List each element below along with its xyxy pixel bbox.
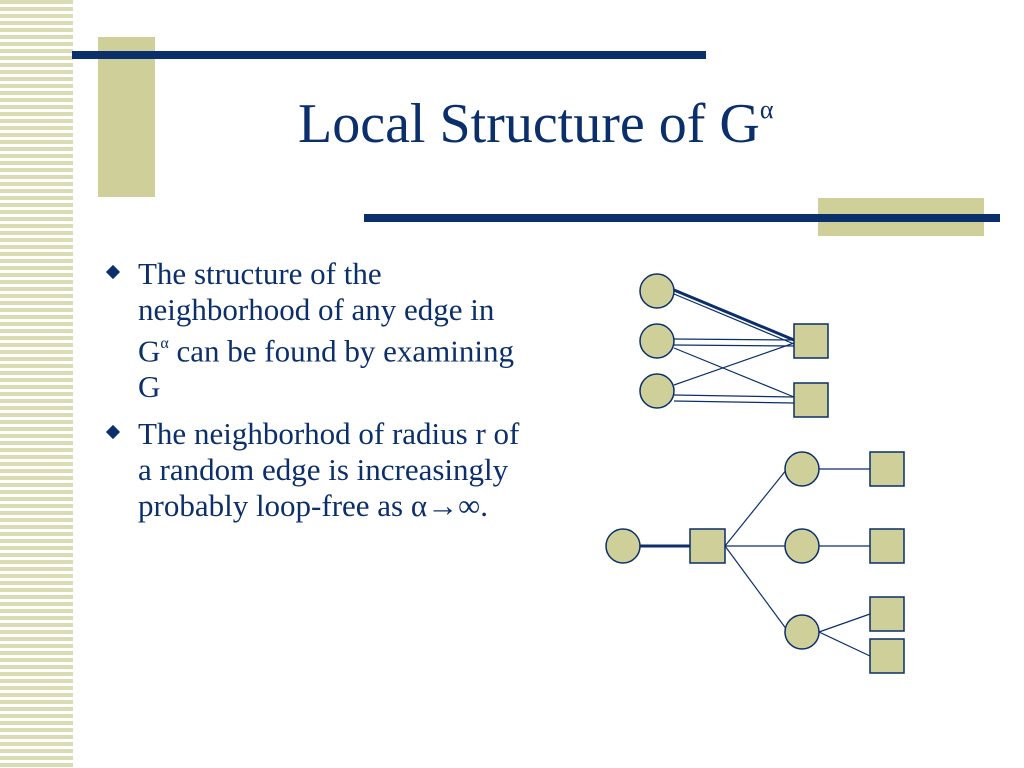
variable-node [784, 451, 820, 487]
graph-edge [673, 338, 795, 341]
check-node [793, 382, 829, 418]
bipartite-graph [673, 288, 795, 404]
root-variable-node [605, 528, 641, 564]
slide-title-superscript: α [759, 95, 774, 125]
bullet-1-text: The structure of the neighborhood of any… [138, 256, 495, 369]
check-node [793, 323, 829, 359]
bullet-1-text-end: can be found by examining G [138, 333, 514, 405]
graph-edge [673, 400, 795, 404]
variable-node [639, 323, 675, 359]
variable-node [784, 614, 820, 650]
bipartite-nodes [639, 273, 829, 418]
left-stripe-pattern [0, 0, 73, 768]
graph-edge [818, 631, 871, 657]
graph-edge [818, 613, 871, 633]
graph-edge [673, 394, 795, 398]
top-rule [72, 51, 706, 59]
bullet-2-text: The neighborhod of radius r of a random … [138, 416, 520, 524]
variable-node [639, 373, 675, 409]
graph-edge [673, 288, 795, 342]
tree-nodes [605, 451, 905, 674]
tree-graph [640, 468, 871, 657]
check-node [869, 596, 905, 632]
variable-node [639, 273, 675, 309]
graph-edge [673, 344, 795, 347]
graph-edge [724, 468, 788, 547]
graph-edge [724, 545, 788, 631]
title-accent-block [98, 37, 155, 197]
graph-edge [673, 293, 795, 345]
bullet-item-2: The neighborhod of radius r of a random … [104, 416, 524, 524]
check-node [869, 528, 905, 564]
check-node [869, 638, 905, 674]
slide-title: Local Structure of Gα [298, 96, 773, 152]
bottom-rule [364, 214, 1000, 222]
graph-edge [673, 342, 795, 386]
bullet-item-1: The structure of the neighborhood of any… [104, 256, 524, 405]
variable-node [784, 528, 820, 564]
bullet-1-superscript: α [160, 335, 169, 352]
check-node [869, 451, 905, 487]
slide-title-text: Local Structure of G [298, 93, 760, 155]
bullet-list: The structure of the neighborhood of any… [104, 256, 524, 535]
root-check-node [689, 528, 726, 564]
graph-edge [673, 347, 795, 398]
